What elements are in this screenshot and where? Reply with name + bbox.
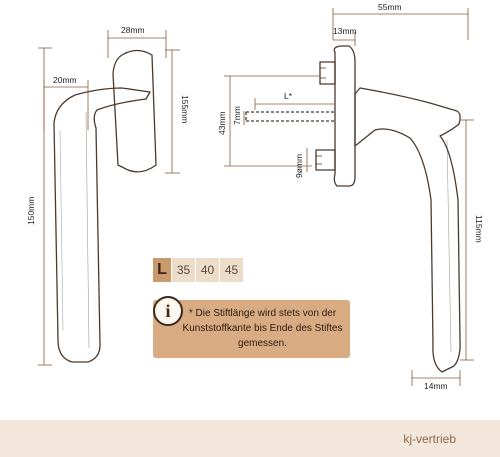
footer-bar: kj-vertrieb xyxy=(0,420,500,457)
dim-43mm: 43mm xyxy=(217,111,227,135)
dimension-lines xyxy=(38,8,474,386)
legend-value-35: 35 xyxy=(171,258,195,282)
dim-55mm: 55mm xyxy=(378,2,402,12)
side-rosette xyxy=(333,45,356,187)
dim-13mm: 13mm xyxy=(333,26,357,36)
dim-20mm: 20mm xyxy=(53,75,77,85)
dim-115mm: 115mm xyxy=(474,215,484,243)
brand-logo: kj-vertrieb xyxy=(403,432,456,446)
legend-value-45: 45 xyxy=(219,258,243,282)
dim-pin-length: L* xyxy=(284,91,293,101)
upper-screw xyxy=(319,61,336,85)
square-pin xyxy=(245,111,335,122)
legend-value-40: 40 xyxy=(195,258,219,282)
front-rosette xyxy=(112,49,157,173)
note-text: * Die Stiftlänge wird stets von der Kuns… xyxy=(181,306,344,351)
note-marker: * xyxy=(188,308,193,319)
dim-7mm: 7mm xyxy=(232,106,242,125)
pin-length-legend: L 35 40 45 xyxy=(153,258,243,282)
dim-28mm: 28mm xyxy=(121,25,145,35)
note-body: Die Stiftlänge wird stets von der Kunsts… xyxy=(182,308,343,349)
dim-9mm: 9ømm xyxy=(294,154,304,178)
info-icon: i xyxy=(153,296,183,326)
dim-150mm: 150mm xyxy=(26,197,36,225)
side-lever xyxy=(354,87,461,373)
dim-14mm: 14mm xyxy=(424,381,448,391)
measurement-note: i * Die Stiftlänge wird stets von der Ku… xyxy=(153,296,350,358)
legend-label: L xyxy=(153,258,171,282)
lower-screw xyxy=(315,149,336,171)
dim-155mm: 155mm xyxy=(180,95,190,123)
front-lever xyxy=(53,87,151,363)
